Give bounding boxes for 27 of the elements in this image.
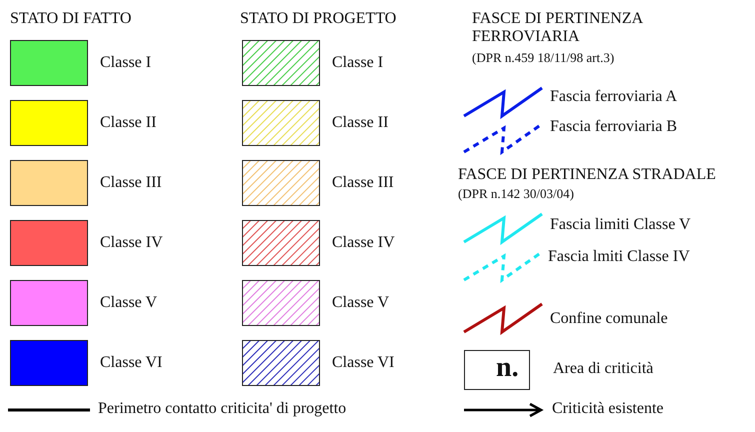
legend-label: Criticità esistente — [552, 400, 664, 418]
column-heading: STATO DI PROGETTO — [240, 10, 396, 28]
legend-label: Confine comunale — [550, 310, 668, 328]
legend-label: Classe I — [100, 54, 152, 72]
regulation-reference: (DPR n.459 18/11/98 art.3) — [472, 50, 614, 66]
legend-label: Fascia limiti Classe V — [550, 216, 691, 234]
legend-label: Fascia ferroviaria A — [550, 88, 678, 106]
legend-label: Classe IV — [100, 234, 163, 252]
section-heading: FASCE DI PERTINENZA FERROVIARIA — [472, 10, 644, 46]
legend-label: Classe II — [332, 114, 388, 132]
legend-label: Perimetro contatto criticita' di progetto — [98, 400, 346, 418]
legend-label: Classe II — [100, 114, 156, 132]
legend-label: Classe VI — [100, 354, 162, 372]
column-heading: STATO DI FATTO — [10, 10, 132, 28]
legend-label: Area di criticità — [553, 360, 654, 378]
legend-label: Classe IV — [332, 234, 395, 252]
legend-label: Classe V — [332, 294, 390, 312]
legend-label: Fascia lmiti Classe IV — [548, 248, 690, 266]
legend-label: Classe III — [332, 174, 394, 192]
legend-label: Fascia ferroviaria B — [550, 118, 678, 136]
area-number-text: n. — [496, 352, 519, 384]
legend-label: Classe V — [100, 294, 158, 312]
legend-label: Classe III — [100, 174, 162, 192]
regulation-reference: (DPR n.142 30/03/04) — [458, 186, 574, 202]
legend-label: Classe I — [332, 54, 384, 72]
section-heading: FASCE DI PERTINENZA STRADALE — [458, 166, 716, 184]
legend-label: Classe VI — [332, 354, 394, 372]
